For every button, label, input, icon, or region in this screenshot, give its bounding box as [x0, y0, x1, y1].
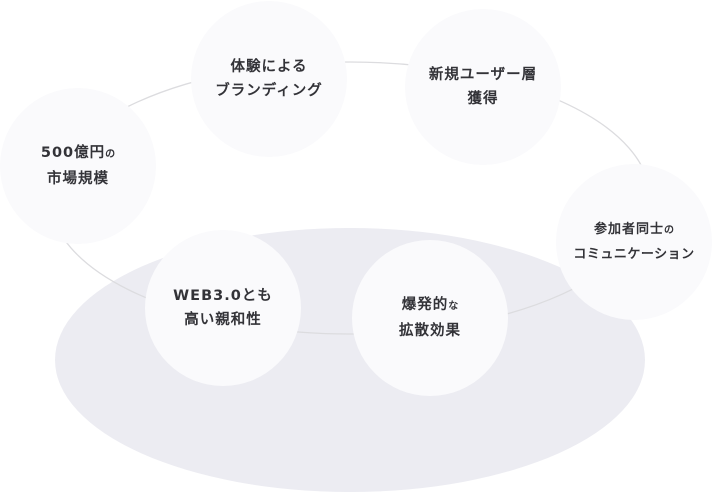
- node-market-size: 500億円の 市場規模: [0, 88, 156, 244]
- node-label-line1: 爆発的: [401, 297, 449, 313]
- node-label-line1: 体験による: [230, 59, 308, 75]
- node-label-particle: な: [448, 301, 459, 312]
- node-label-line2: 市場規模: [47, 171, 109, 187]
- node-label-line2: 拡散効果: [399, 323, 461, 339]
- node-viral: 爆発的な 拡散効果: [352, 240, 508, 396]
- node-communication: 参加者同士の コミュニケーション: [556, 164, 712, 320]
- node-label-line1: 500億円: [40, 145, 106, 161]
- node-label-line2: コミュニケーション: [573, 246, 695, 262]
- node-web3: WEB3.0とも 高い親和性: [145, 230, 301, 386]
- node-label-line1: 参加者同士: [593, 221, 664, 237]
- node-label-particle: の: [664, 224, 674, 236]
- node-label-line1: WEB3.0とも: [173, 288, 273, 304]
- node-label-line2: 獲得: [467, 91, 499, 107]
- node-label-line2: 高い親和性: [184, 312, 262, 328]
- node-new-users: 新規ユーザー層 獲得: [405, 9, 561, 165]
- node-label-line2: ブランディング: [215, 83, 323, 99]
- node-label-particle: の: [105, 149, 116, 160]
- node-label-line1: 新規ユーザー層: [428, 67, 538, 83]
- node-branding: 体験による ブランディング: [191, 1, 347, 157]
